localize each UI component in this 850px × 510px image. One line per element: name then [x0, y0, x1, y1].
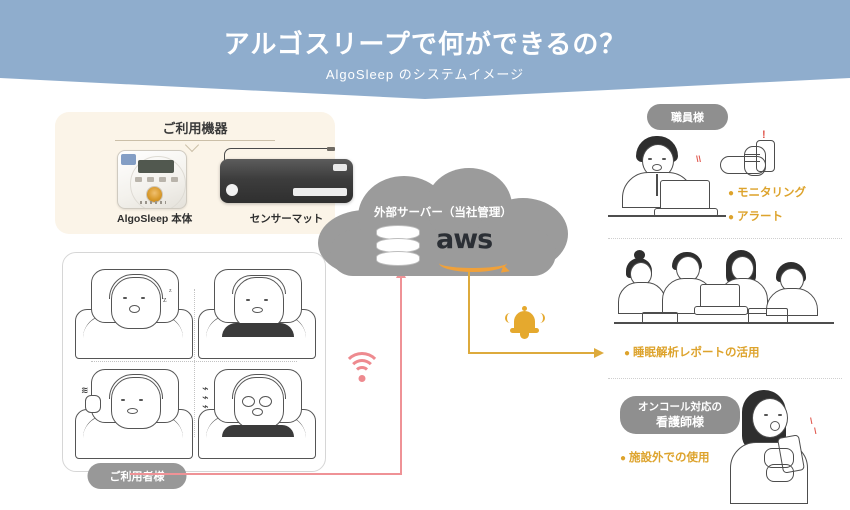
team-meeting-icon	[614, 250, 834, 340]
sleeping-person-icon: ⌁⌁⌁	[194, 363, 318, 459]
device-panel-rule	[115, 140, 275, 141]
badge-oncall-line1: オンコール対応の	[638, 401, 722, 413]
bullet-alert: アラート	[728, 208, 783, 224]
grid-divider-vertical	[194, 289, 195, 437]
cloud-label: 外部サーバー（当社管理）	[374, 207, 512, 219]
badge-staff: 職員様	[647, 104, 728, 130]
page-subtitle: AlgoSleep のシステムイメージ	[325, 67, 525, 82]
grid-divider-horizontal	[91, 361, 297, 362]
aws-smile-icon	[439, 254, 507, 272]
cloud-server: 外部サーバー（当社管理） aws	[318, 168, 568, 278]
badge-oncall-line2: 看護師様	[655, 415, 704, 429]
device-label-unit: AlgoSleep 本体	[117, 213, 193, 225]
sleeping-person-icon: z z	[71, 263, 195, 359]
section-divider-2	[608, 378, 842, 379]
wifi-icon	[342, 352, 382, 382]
sensor-mat-icon	[220, 147, 355, 208]
sleeping-person-icon	[194, 263, 318, 359]
outcomes-column: 職員様 \\ ! モニタリング アラート	[600, 104, 850, 510]
header-banner	[0, 0, 850, 99]
device-panel: ご利用機器 AlgoSleep 本体 センサーマット	[55, 112, 353, 234]
device-label-mat: センサーマット	[249, 213, 324, 225]
database-stack-icon	[376, 225, 420, 267]
staff-laptop-and-phone-icon: \\	[608, 136, 726, 218]
sleeping-person-icon: ≋	[71, 363, 195, 459]
aws-logo-text: aws	[436, 224, 493, 255]
section-divider-1	[608, 238, 842, 239]
page-title: アルゴスリープで何ができるの？	[223, 29, 627, 59]
aws-logo: aws	[436, 224, 536, 272]
alert-arrow	[468, 272, 604, 358]
residents-panel: z z ≋	[62, 252, 326, 472]
bullet-offsite-use: 施設外での使用	[620, 449, 710, 465]
control-unit-icon	[117, 150, 187, 209]
nurse-smartphone-icon: \ \	[726, 390, 836, 504]
device-panel-title: ご利用機器	[162, 121, 228, 136]
badge-oncall-nurse: オンコール対応の 看護師様	[620, 396, 740, 434]
bullet-monitoring: モニタリング	[728, 184, 806, 200]
alert-bell-icon	[505, 305, 545, 341]
hand-holding-phone-icon: !	[718, 130, 784, 190]
bullet-sleep-report: 睡眠解析レポートの活用	[624, 344, 760, 360]
